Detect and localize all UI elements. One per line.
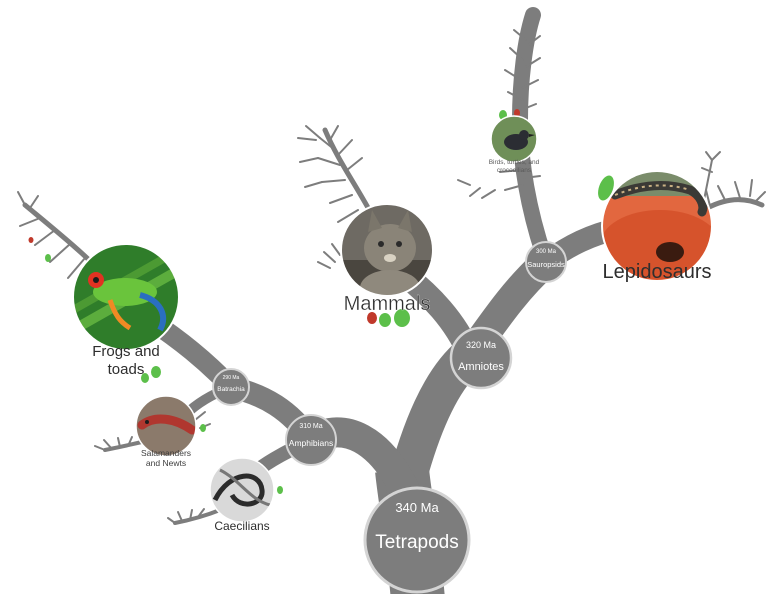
bird-photo[interactable]	[491, 116, 537, 162]
frog-photo[interactable]	[73, 244, 179, 350]
batrachia-node[interactable]: 290 Ma Batrachia	[213, 369, 249, 405]
salamanders-label-line2[interactable]: and Newts	[146, 458, 186, 468]
tetrapods-node[interactable]: 340 Ma Tetrapods	[365, 488, 469, 592]
amphibians-node[interactable]: 310 Ma Amphibians	[286, 415, 336, 465]
birds-label-line2[interactable]: crocodilians	[497, 167, 532, 174]
tetrapods-time: 340 Ma	[395, 500, 439, 515]
caecilian-photo[interactable]	[210, 458, 274, 522]
salamander-photo[interactable]	[136, 396, 196, 456]
frogs-label-line1[interactable]: Frogs and	[92, 343, 160, 360]
sauropsids-time: 300 Ma	[536, 249, 557, 255]
salamanders-label-line1[interactable]: Salamanders	[141, 448, 191, 458]
birds-label-line1[interactable]: Birds, turtles, and	[489, 159, 540, 166]
mammals-label[interactable]: Mammals	[344, 293, 431, 315]
tetrapods-label: Tetrapods	[375, 532, 458, 553]
sauropsids-label: Sauropsids	[527, 260, 565, 269]
caecilians-label[interactable]: Caecilians	[214, 519, 269, 533]
amniotes-label: Amniotes	[458, 361, 504, 373]
amniotes-time: 320 Ma	[466, 340, 496, 350]
amniotes-node[interactable]: 320 Ma Amniotes	[451, 328, 511, 388]
sauropsids-node[interactable]: 300 Ma Sauropsids	[526, 242, 566, 282]
frogs-label-line2[interactable]: toads	[108, 361, 145, 378]
amphibians-label: Amphibians	[289, 438, 333, 448]
lepidosaurs-label[interactable]: Lepidosaurs	[603, 261, 712, 283]
amphibians-time: 310 Ma	[299, 423, 322, 430]
batrachia-time: 290 Ma	[223, 375, 240, 381]
batrachia-label: Batrachia	[217, 386, 245, 393]
